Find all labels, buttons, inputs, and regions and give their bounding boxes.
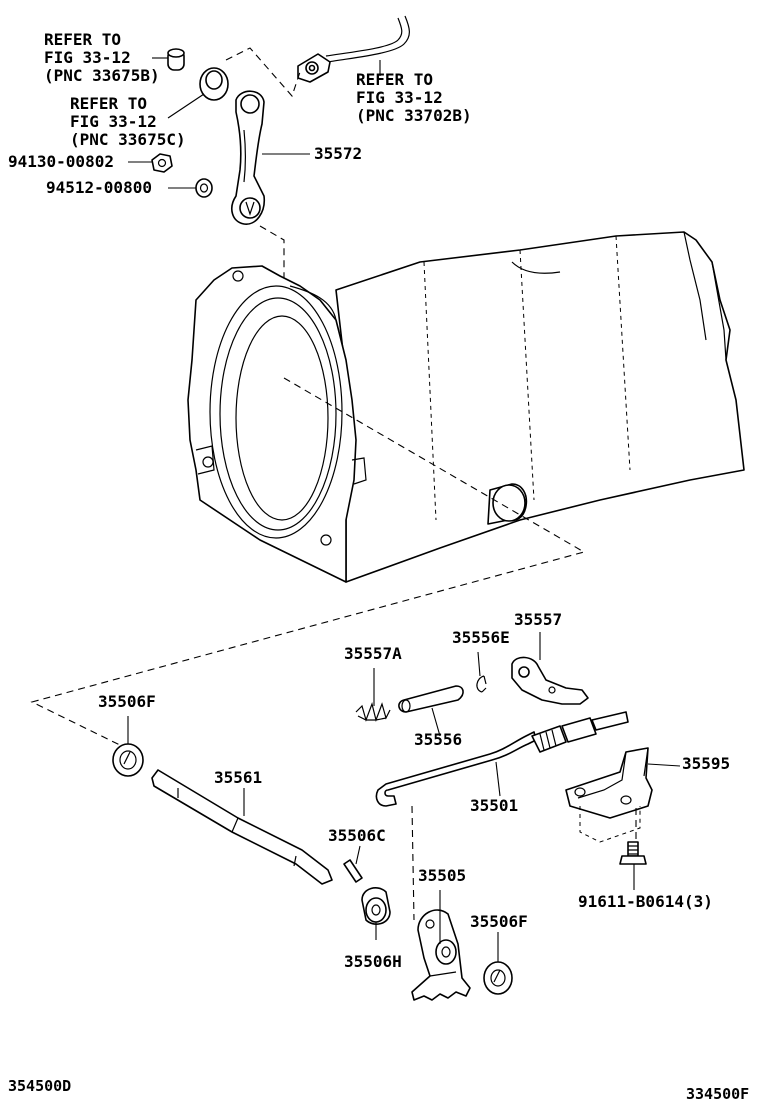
part-label-35505: 35505 <box>418 866 467 885</box>
part-label-94130: 94130-00802 <box>8 152 114 171</box>
part-label-35561: 35561 <box>214 768 263 787</box>
ref-label-33675b-line2: FIG 33-12 <box>44 48 131 67</box>
cable-to-lever-dash <box>411 805 415 921</box>
ref-label-33702b-line3: (PNC 33702B) <box>356 106 472 125</box>
bushing-33675c <box>199 67 229 101</box>
part-label-35506f-bottom: 35506F <box>470 912 528 931</box>
case-dash-line <box>30 377 586 749</box>
washer-94512 <box>195 178 213 198</box>
leader-lines <box>127 57 681 962</box>
oil-seal-35506f-left <box>112 743 144 777</box>
ref-label-33675b-line1: REFER TO <box>44 30 122 49</box>
part-label-35506h: 35506H <box>344 952 402 971</box>
ref-label-33675c-line2: FIG 33-12 <box>70 112 157 131</box>
figure-code-right: 334500F <box>686 1085 750 1103</box>
collar-35506h <box>361 887 391 925</box>
part-label-94512: 94512-00800 <box>46 178 152 197</box>
part-label-35556: 35556 <box>414 730 463 749</box>
ref-label-33675c-line1: REFER TO <box>70 94 148 113</box>
lever-35572 <box>231 90 266 225</box>
ref-label-33675b-line3: (PNC 33675B) <box>44 66 160 85</box>
lever-dash-line <box>259 225 285 378</box>
ref-label-33702b-line1: REFER TO <box>356 70 434 89</box>
shift-cable-end <box>297 15 410 83</box>
part-label-35572: 35572 <box>314 144 363 163</box>
part-label-91611: 91611-B0614(3) <box>578 892 713 911</box>
transmission-case <box>187 231 745 583</box>
part-label-35501: 35501 <box>470 796 519 815</box>
part-label-35506c: 35506C <box>328 826 386 845</box>
part-label-35557: 35557 <box>514 610 563 629</box>
ref-label-33702b-line2: FIG 33-12 <box>356 88 443 107</box>
e-ring-35556e <box>476 675 487 693</box>
pin-35556 <box>398 685 464 713</box>
spring-pin-35506c <box>343 859 363 883</box>
part-label-35595: 35595 <box>682 754 731 773</box>
valve-lever-35505 <box>411 909 471 1001</box>
spring-35557a <box>355 701 391 723</box>
bushing-33675b <box>167 48 185 71</box>
figure-code-left: 354500D <box>8 1077 72 1095</box>
cable-dash-line <box>225 47 301 98</box>
part-label-35557a: 35557A <box>344 644 402 663</box>
part-label-35506f-left: 35506F <box>98 692 156 711</box>
shaft-35561 <box>151 769 333 885</box>
part-label-35556e: 35556E <box>452 628 510 647</box>
nut-94130 <box>151 153 173 173</box>
control-cable-35501 <box>375 711 629 807</box>
ref-label-33675c-line3: (PNC 33675C) <box>70 130 186 149</box>
bracket-35595 <box>565 747 653 819</box>
bolt-91611 <box>619 841 647 865</box>
bracket-dash-box <box>579 806 641 843</box>
detent-lever-35557 <box>511 656 589 705</box>
oil-seal-35506f-bottom <box>483 961 513 995</box>
